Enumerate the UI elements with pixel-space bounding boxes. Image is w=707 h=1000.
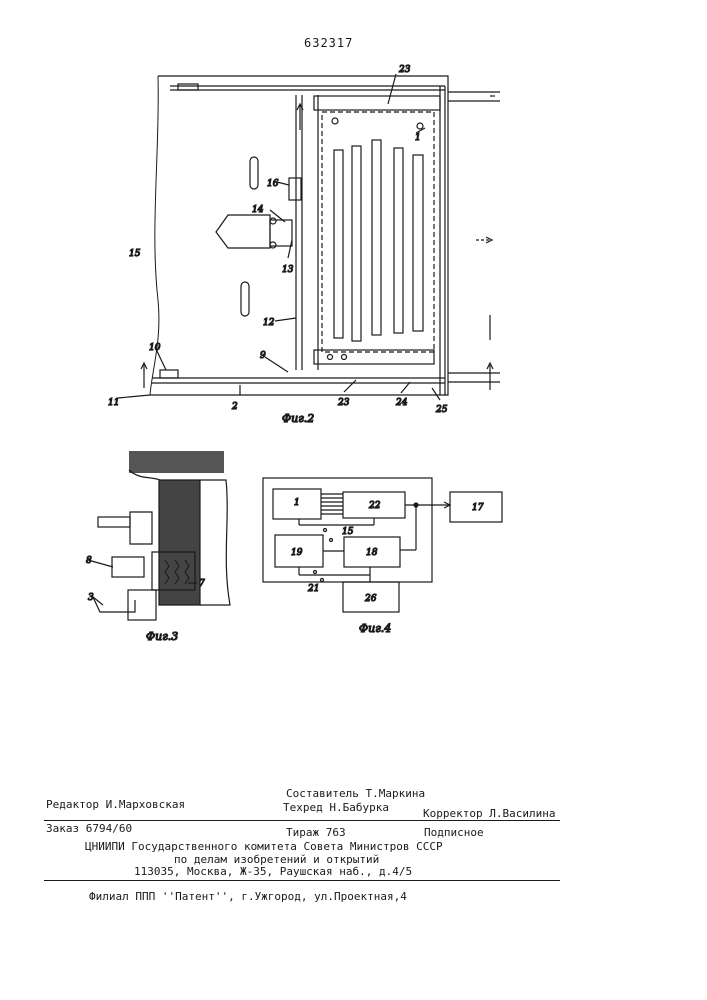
imprint-techred: Техред Н.Бабурка	[283, 801, 389, 814]
fig2-label-23-bottom: 23	[337, 398, 350, 408]
fig2-label-14: 14	[252, 205, 264, 215]
fig2-label-23-top: 23	[398, 65, 411, 75]
fig2-label-15: 15	[129, 249, 141, 259]
fig4-caption: Фиг.4	[359, 622, 391, 635]
fig3-label-8: 8	[86, 556, 92, 566]
fig4-switch-15: 15	[342, 527, 354, 537]
fig2-label-16: 16	[267, 179, 279, 189]
figure-3	[88, 451, 230, 620]
fig4-block-26: 26	[364, 594, 377, 604]
fig2-label-25: 25	[435, 405, 448, 415]
fig3-label-3: 3	[88, 593, 94, 603]
imprint-org-line1: ЦНИИПИ Государственного комитета Совета …	[85, 840, 443, 853]
fig2-label-10: 10	[149, 343, 161, 353]
imprint-rule-bottom	[44, 880, 560, 881]
imprint-subscription: Подписное	[424, 826, 484, 839]
imprint-rule-top	[44, 820, 560, 821]
fig4-block-22: 22	[368, 501, 381, 511]
imprint-address: 113035, Москва, Ж-35, Раушская наб., д.4…	[134, 865, 412, 878]
imprint-circulation: Тираж 763	[286, 826, 346, 839]
imprint-corrector: Корректор Л.Василина	[423, 807, 555, 820]
imprint-editor: Редактор И.Марховская	[46, 798, 185, 811]
fig2-label-11: 11	[108, 398, 119, 408]
fig3-label-7: 7	[199, 579, 205, 589]
figure-2	[118, 74, 500, 400]
imprint-compiler: Составитель Т.Маркина	[286, 787, 425, 800]
fig2-label-1: 1	[415, 133, 421, 143]
fig4-block-17: 17	[472, 503, 484, 513]
imprint-branch: Филиал ППП ''Патент'', г.Ужгород, ул.Про…	[89, 890, 407, 903]
fig4-switch-21: 21	[307, 584, 319, 594]
fig4-block-19: 19	[291, 548, 303, 558]
imprint-order: Заказ 6794/60	[46, 822, 132, 835]
fig2-label-12: 12	[263, 318, 275, 328]
fig2-label-2: 2	[231, 402, 238, 412]
fig2-label-9: 9	[260, 351, 266, 361]
fig3-caption: Фиг.3	[146, 630, 178, 643]
fig2-caption: Фиг.2	[282, 412, 314, 425]
fig4-block-1: 1	[294, 498, 300, 508]
fig4-block-18: 18	[366, 548, 378, 558]
fig2-label-13: 13	[282, 265, 294, 275]
fig2-label-24: 24	[395, 398, 408, 408]
